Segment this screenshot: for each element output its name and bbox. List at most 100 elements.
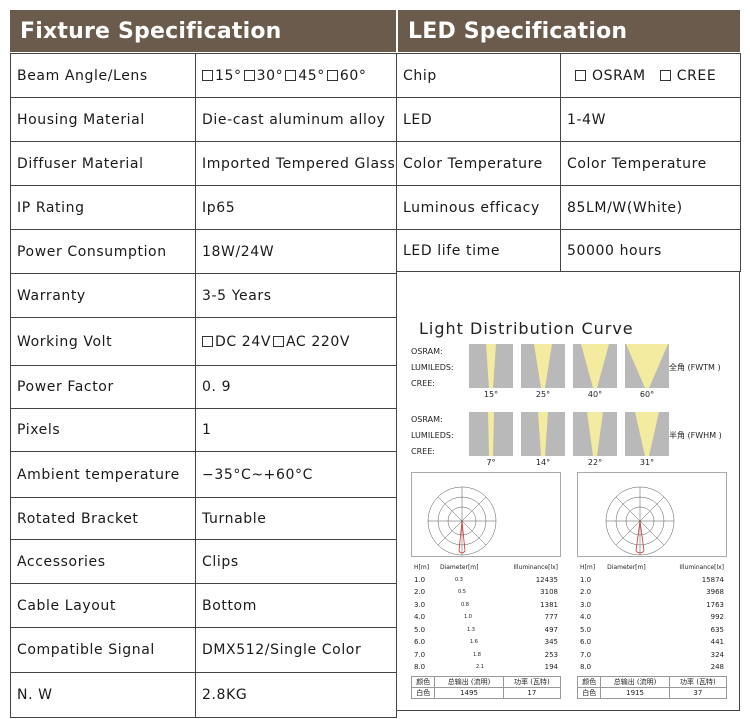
beam-pattern <box>469 344 513 388</box>
beam-option-label: 45° <box>298 67 325 84</box>
polar-chart-icon <box>427 486 497 556</box>
led-row-value: 50000 hours <box>560 229 741 272</box>
height-cell: 1.0 <box>414 575 426 584</box>
source-labels: OSRAM: LUMILEDS: CREE: <box>411 415 454 456</box>
illuminance-cell: 253 <box>544 650 558 659</box>
source-labels: OSRAM: LUMILEDS: CREE: <box>411 347 454 388</box>
fixture-row: Ambient temperature−35°C~+60°C <box>10 451 397 498</box>
fixture-row-label: Compatible Signal <box>10 627 196 673</box>
diameter-cell <box>604 586 662 599</box>
height-cell: 7.0 <box>414 650 426 659</box>
illuminance-row: 7.0 324 <box>577 649 727 662</box>
diameter-cell: 0.8 <box>460 601 469 608</box>
light-distribution-panel: Light Distribution Curve OSRAM: LUMILEDS… <box>396 271 740 711</box>
fixture-row-value: Bottom <box>195 583 397 628</box>
chip-option-checkbox[interactable] <box>659 69 671 81</box>
fixture-row-value: Turnable <box>195 497 397 540</box>
illuminance-cell: 992 <box>710 613 724 622</box>
beam-angle-label: 31° <box>639 458 655 467</box>
beam-pattern <box>521 344 565 388</box>
diameter-cell <box>604 661 662 674</box>
fixture-row-label: Housing Material <box>10 97 196 142</box>
chip-option-label: CREE <box>676 67 717 84</box>
fixture-row-label: Power Consumption <box>10 229 196 274</box>
diameter-cell: 1.6 <box>469 639 478 646</box>
fixture-row-value: Die-cast aluminum alloy <box>195 97 397 142</box>
height-cell: 5.0 <box>580 625 592 634</box>
illuminance-cell: 1381 <box>540 600 558 609</box>
beam-pattern <box>625 412 669 456</box>
beam-row-full: OSRAM: LUMILEDS: CREE: 15°25°40°60° 全角 (… <box>411 344 737 399</box>
diameter-cell <box>604 624 662 637</box>
beam-option-label: 60° <box>339 67 367 84</box>
beam-option-checkbox[interactable] <box>326 69 338 81</box>
illuminance-cell: 635 <box>710 625 724 634</box>
polar-chart-icon <box>605 486 675 556</box>
fixture-row-label: Diffuser Material <box>10 141 196 186</box>
beam-pattern <box>469 412 513 456</box>
fixture-row-value: Imported Tempered Glass <box>195 141 397 186</box>
diameter-cell <box>604 574 662 587</box>
fixture-row-value: 0. 9 <box>195 365 397 409</box>
fixture-row-label: Working Volt <box>10 317 196 366</box>
illuminance-cell: 3108 <box>540 588 558 597</box>
diameter-cell: 0.5 <box>457 589 466 596</box>
height-cell: 7.0 <box>580 650 592 659</box>
diameter-cell: 0.3 <box>454 576 463 583</box>
volt-option-checkbox[interactable] <box>273 335 284 347</box>
curve-title: Light Distribution Curve <box>419 319 634 338</box>
led-row-label: Luminous efficacy <box>396 185 561 230</box>
height-cell: 3.0 <box>580 600 592 609</box>
illuminance-cell: 324 <box>710 650 724 659</box>
beam-angle-label: 22° <box>587 458 603 467</box>
chip-option-checkbox[interactable] <box>575 69 586 81</box>
fixture-row-value: Ip65 <box>195 185 397 230</box>
led-row-value: 85LM/W(White) <box>560 185 741 230</box>
fixture-row-label: Rotated Bracket <box>10 497 196 540</box>
led-row-value: Color Temperature <box>560 141 741 186</box>
diameter-cell: 2.1 <box>475 664 484 671</box>
beam-option-checkbox[interactable] <box>243 69 255 81</box>
led-row-label: LED <box>396 97 561 142</box>
beam-note-fwtm: 全角 (FWTM ) <box>669 363 721 372</box>
height-cell: 2.0 <box>580 588 592 597</box>
illuminance-cell: 441 <box>710 638 724 647</box>
led-spec-header: LED Specification <box>398 10 740 52</box>
illuminance-cell: 12435 <box>535 575 558 584</box>
volt-option-checkbox[interactable] <box>202 335 213 347</box>
beam-option-checkbox[interactable] <box>202 69 213 81</box>
illuminance-row: 1.0 0.3 12435 <box>411 574 561 587</box>
height-cell: 8.0 <box>580 663 592 672</box>
diameter-cell <box>604 649 662 662</box>
beam-angle-label: 40° <box>587 390 603 399</box>
beam-option-checkbox[interactable] <box>285 69 297 81</box>
illuminance-cell: 194 <box>544 663 558 672</box>
beam-angle-label: 25° <box>535 390 551 399</box>
illuminance-row: 5.0 635 <box>577 624 727 637</box>
